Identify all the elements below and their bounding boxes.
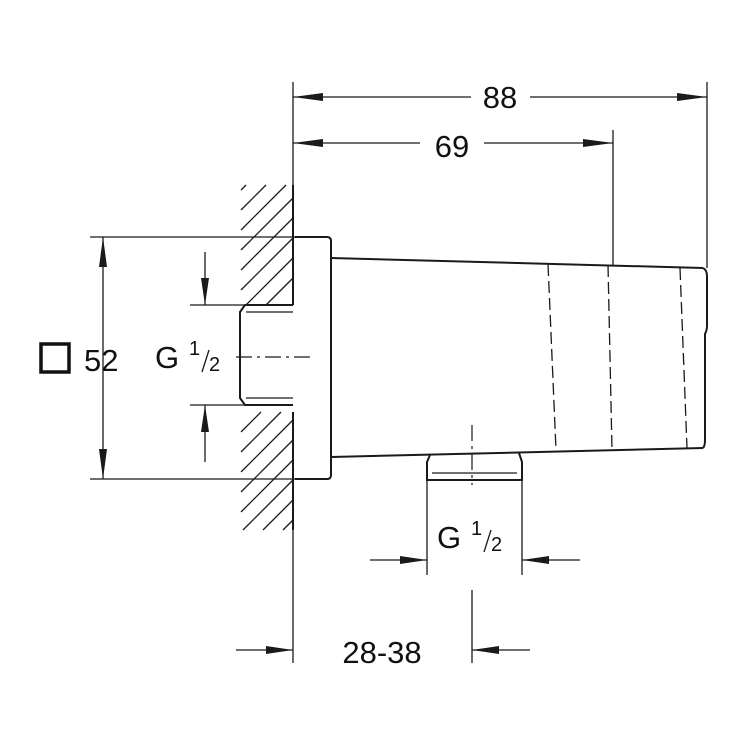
dimension-88: 88 (292, 80, 708, 268)
hidden-edge-2 (607, 264, 613, 451)
hidden-edge-3 (679, 267, 688, 449)
outlet-body (330, 257, 708, 458)
dimension-28-38: 28-38 (236, 530, 530, 670)
square-symbol-icon (39, 342, 71, 374)
rosette (295, 236, 332, 480)
outlet-thread-dimension: G 1 2 (370, 480, 580, 575)
wall-thread-fraction-den: 2 (209, 354, 220, 376)
dimension-52: 52 (39, 236, 295, 480)
outlet-thread-fraction-num: 1 (471, 518, 482, 540)
outlet-thread (426, 452, 523, 481)
dimension-88-label: 88 (483, 80, 517, 115)
wall-thread-fraction-num: 1 (189, 338, 200, 360)
hidden-edge-1 (547, 263, 557, 451)
wall-thread-nipple (239, 304, 293, 406)
wall-hatching-upper (240, 184, 294, 306)
dimension-69-label: 69 (435, 129, 469, 164)
dimension-28-38-label: 28-38 (342, 635, 421, 670)
wall-thread-dimension: G 1 2 (155, 252, 245, 462)
outlet-thread-label: G (437, 520, 461, 555)
wall-thread-label: G (155, 340, 179, 375)
outlet-thread-fraction-den: 2 (491, 534, 502, 556)
dimension-52-label: 52 (84, 343, 118, 378)
wall (240, 184, 294, 531)
dimension-69: 69 (293, 129, 614, 265)
wall-hatching-lower (240, 411, 294, 531)
